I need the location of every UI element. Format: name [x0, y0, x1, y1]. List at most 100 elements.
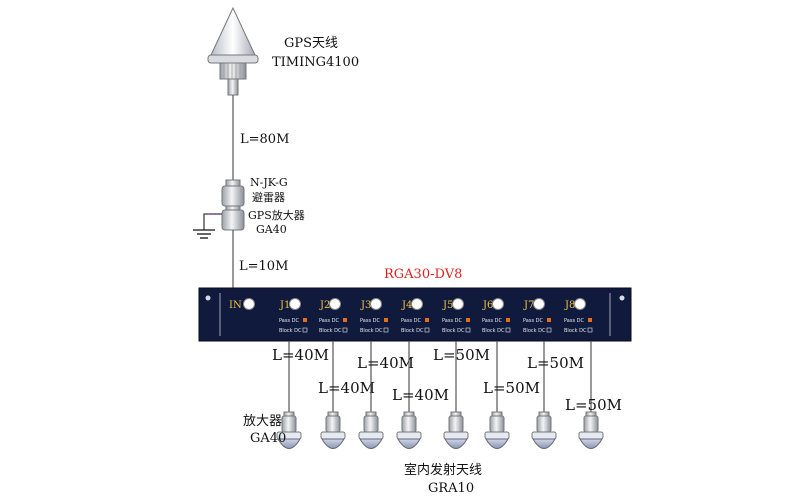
- gps-antenna-rim: [207, 54, 259, 64]
- block-dc-label: Block DC: [401, 328, 424, 334]
- port-connector: [411, 298, 423, 310]
- port-connector: [533, 298, 545, 310]
- port-label-j4: J4: [401, 300, 412, 311]
- indoor-antenna-icon: [396, 431, 422, 449]
- drop-amplifier: [536, 411, 552, 433]
- drop-cable-length: L=50M: [527, 354, 584, 372]
- splitter-panel: [198, 287, 632, 342]
- block-dc-label: Block DC: [279, 328, 302, 334]
- drop-amplifier: [489, 411, 505, 433]
- gps-amplifier: [221, 205, 245, 231]
- port-connector: [370, 298, 382, 310]
- drop-amplifier: [325, 411, 341, 433]
- indoor-antenna-icon: [320, 431, 346, 449]
- port-label-j7: J7: [523, 300, 534, 311]
- indoor-antenna-icon: [578, 431, 604, 449]
- drop-amplifier: [281, 411, 297, 433]
- port-label-j2: J2: [319, 300, 330, 311]
- drop-cable-length: L=40M: [357, 354, 414, 372]
- pass-dc-label: Pass DC: [564, 318, 585, 324]
- block-dc-label: Block DC: [360, 328, 383, 334]
- block-dc-indicator: [383, 327, 389, 333]
- lightning-arrester: [221, 179, 245, 207]
- indoor-antenna-icon: [276, 431, 302, 449]
- amplifier-bottom-name: 放大器: [243, 414, 282, 429]
- drop-amplifier: [401, 411, 417, 433]
- block-dc-indicator: [424, 327, 430, 333]
- ground-icon: [193, 229, 215, 239]
- port-connector: [452, 298, 464, 310]
- pass-dc-indicator: [303, 318, 307, 322]
- block-dc-indicator: [465, 327, 471, 333]
- indoor-antenna-icon: [443, 431, 469, 449]
- pass-dc-label: Pass DC: [319, 318, 340, 324]
- port-connector: [492, 298, 504, 310]
- mounting-hole-icon: [619, 295, 625, 301]
- drop-lines: L=40M L=40M L=40M L=40M L=50M L=50M L=50M L=50M: [272, 341, 622, 449]
- pass-dc-label: Pass DC: [442, 318, 463, 324]
- indoor-antenna-icon: [484, 431, 510, 449]
- drop-cable-length: L=40M: [272, 346, 329, 364]
- drop-cable-length: L=40M: [318, 379, 375, 397]
- drop-cable-length: L=50M: [433, 346, 490, 364]
- port-label-j8: J8: [564, 300, 575, 311]
- drop-cable-length: L=40M: [392, 386, 449, 404]
- indoor-antenna-model: GRA10: [428, 481, 474, 496]
- pass-dc-label: Pass DC: [360, 318, 381, 324]
- port-connector: [329, 298, 341, 310]
- ground-wire: [203, 213, 222, 230]
- port-connector: [289, 298, 301, 310]
- block-dc-label: Block DC: [564, 328, 587, 334]
- drop-cable-length: L=50M: [565, 396, 622, 414]
- block-dc-label: Block DC: [482, 328, 505, 334]
- block-dc-indicator: [505, 327, 511, 333]
- block-dc-indicator: [546, 327, 552, 333]
- port-label-in: IN: [229, 300, 242, 311]
- arrester-name: 避雷器: [252, 190, 285, 204]
- pass-dc-indicator: [343, 318, 347, 322]
- amplifier-top-name: GPS放大器: [248, 208, 305, 222]
- arrester-model: N-JK-G: [250, 176, 288, 189]
- pass-dc-indicator: [588, 318, 592, 322]
- pass-dc-indicator: [466, 318, 470, 322]
- gps-antenna-ribs: [223, 63, 241, 79]
- indoor-antenna-name: 室内发射天线: [404, 462, 482, 478]
- gps-antenna-model: TIMING4100: [272, 55, 359, 70]
- amplifier-bottom-model: GA40: [250, 431, 286, 446]
- block-dc-indicator: [587, 327, 593, 333]
- drop-amplifier: [448, 411, 464, 433]
- indoor-antenna-icon: [531, 431, 557, 449]
- mounting-hole-icon: [205, 295, 211, 301]
- gps-antenna-connector: [227, 78, 239, 96]
- gps-antenna-name: GPS天线: [284, 36, 338, 51]
- pass-dc-label: Pass DC: [279, 318, 300, 324]
- drop-amplifier: [363, 411, 379, 433]
- port-label-j5: J5: [442, 300, 453, 311]
- amplifier-top-model: GA40: [256, 223, 287, 236]
- pass-dc-label: Pass DC: [401, 318, 422, 324]
- port-label-j3: J3: [360, 300, 371, 311]
- port-label-j6: J6: [482, 300, 493, 311]
- block-dc-label: Block DC: [523, 328, 546, 334]
- pass-dc-indicator: [425, 318, 429, 322]
- pass-dc-indicator: [506, 318, 510, 322]
- port-label-j1: J1: [279, 300, 290, 311]
- port-connector: [574, 298, 586, 310]
- pass-dc-indicator: [547, 318, 551, 322]
- block-dc-indicator: [302, 327, 308, 333]
- splitter-title: RGA30-DV8: [384, 267, 462, 282]
- block-dc-label: Block DC: [442, 328, 465, 334]
- pass-dc-label: Pass DC: [523, 318, 544, 324]
- block-dc-label: Block DC: [319, 328, 342, 334]
- pass-dc-indicator: [384, 318, 388, 322]
- pass-dc-label: Pass DC: [482, 318, 503, 324]
- port-in-connector: [243, 298, 255, 310]
- cable-top-length: L=80M: [240, 132, 289, 147]
- drop-cable-length: L=50M: [483, 379, 540, 397]
- block-dc-indicator: [342, 327, 348, 333]
- drop-amplifier: [583, 411, 599, 433]
- gps-antenna-cone: [210, 6, 256, 56]
- indoor-antenna-icon: [358, 431, 384, 449]
